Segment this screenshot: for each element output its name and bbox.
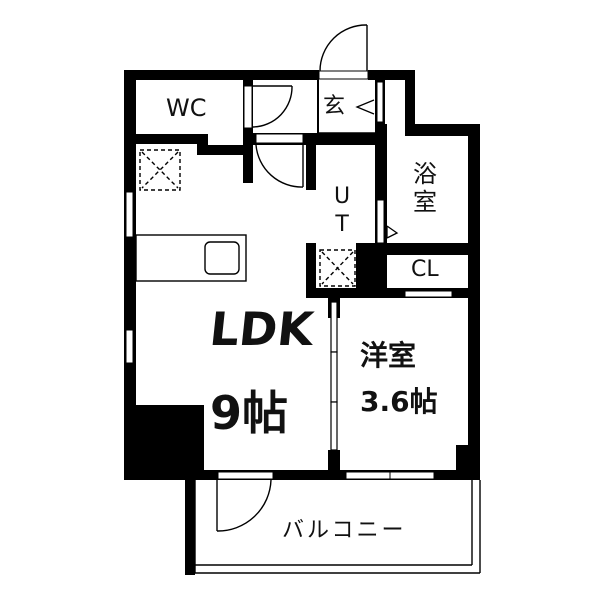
room-label-utility-t: T [335,212,349,237]
sliding-door-ldk-western [330,301,338,451]
room-label-bath-2: 室 [413,188,437,216]
room-label-wc: WC [166,94,207,122]
room-label-utility: U T [334,186,350,236]
room-label-bath-1: 浴 [413,160,437,188]
room-size-western: 3.6帖 [360,385,438,418]
windows [125,70,453,480]
ventilation-boxes [139,149,356,287]
room-label-western: 洋室 [360,339,417,372]
room-label-ldk: LDK [207,302,316,356]
balcony-outline [194,480,481,574]
room-label-balcony: バルコニー [282,518,407,543]
room-size-ldk: 9帖 [210,386,289,440]
room-label-closet: CL [411,257,439,282]
door-swings [216,24,375,532]
room-label-entrance: 玄 [323,94,346,119]
kitchen-counter [135,234,247,282]
room-label-bath: 浴 室 [413,162,437,214]
arrows [355,99,399,239]
room-label-utility-u: U [334,184,351,209]
